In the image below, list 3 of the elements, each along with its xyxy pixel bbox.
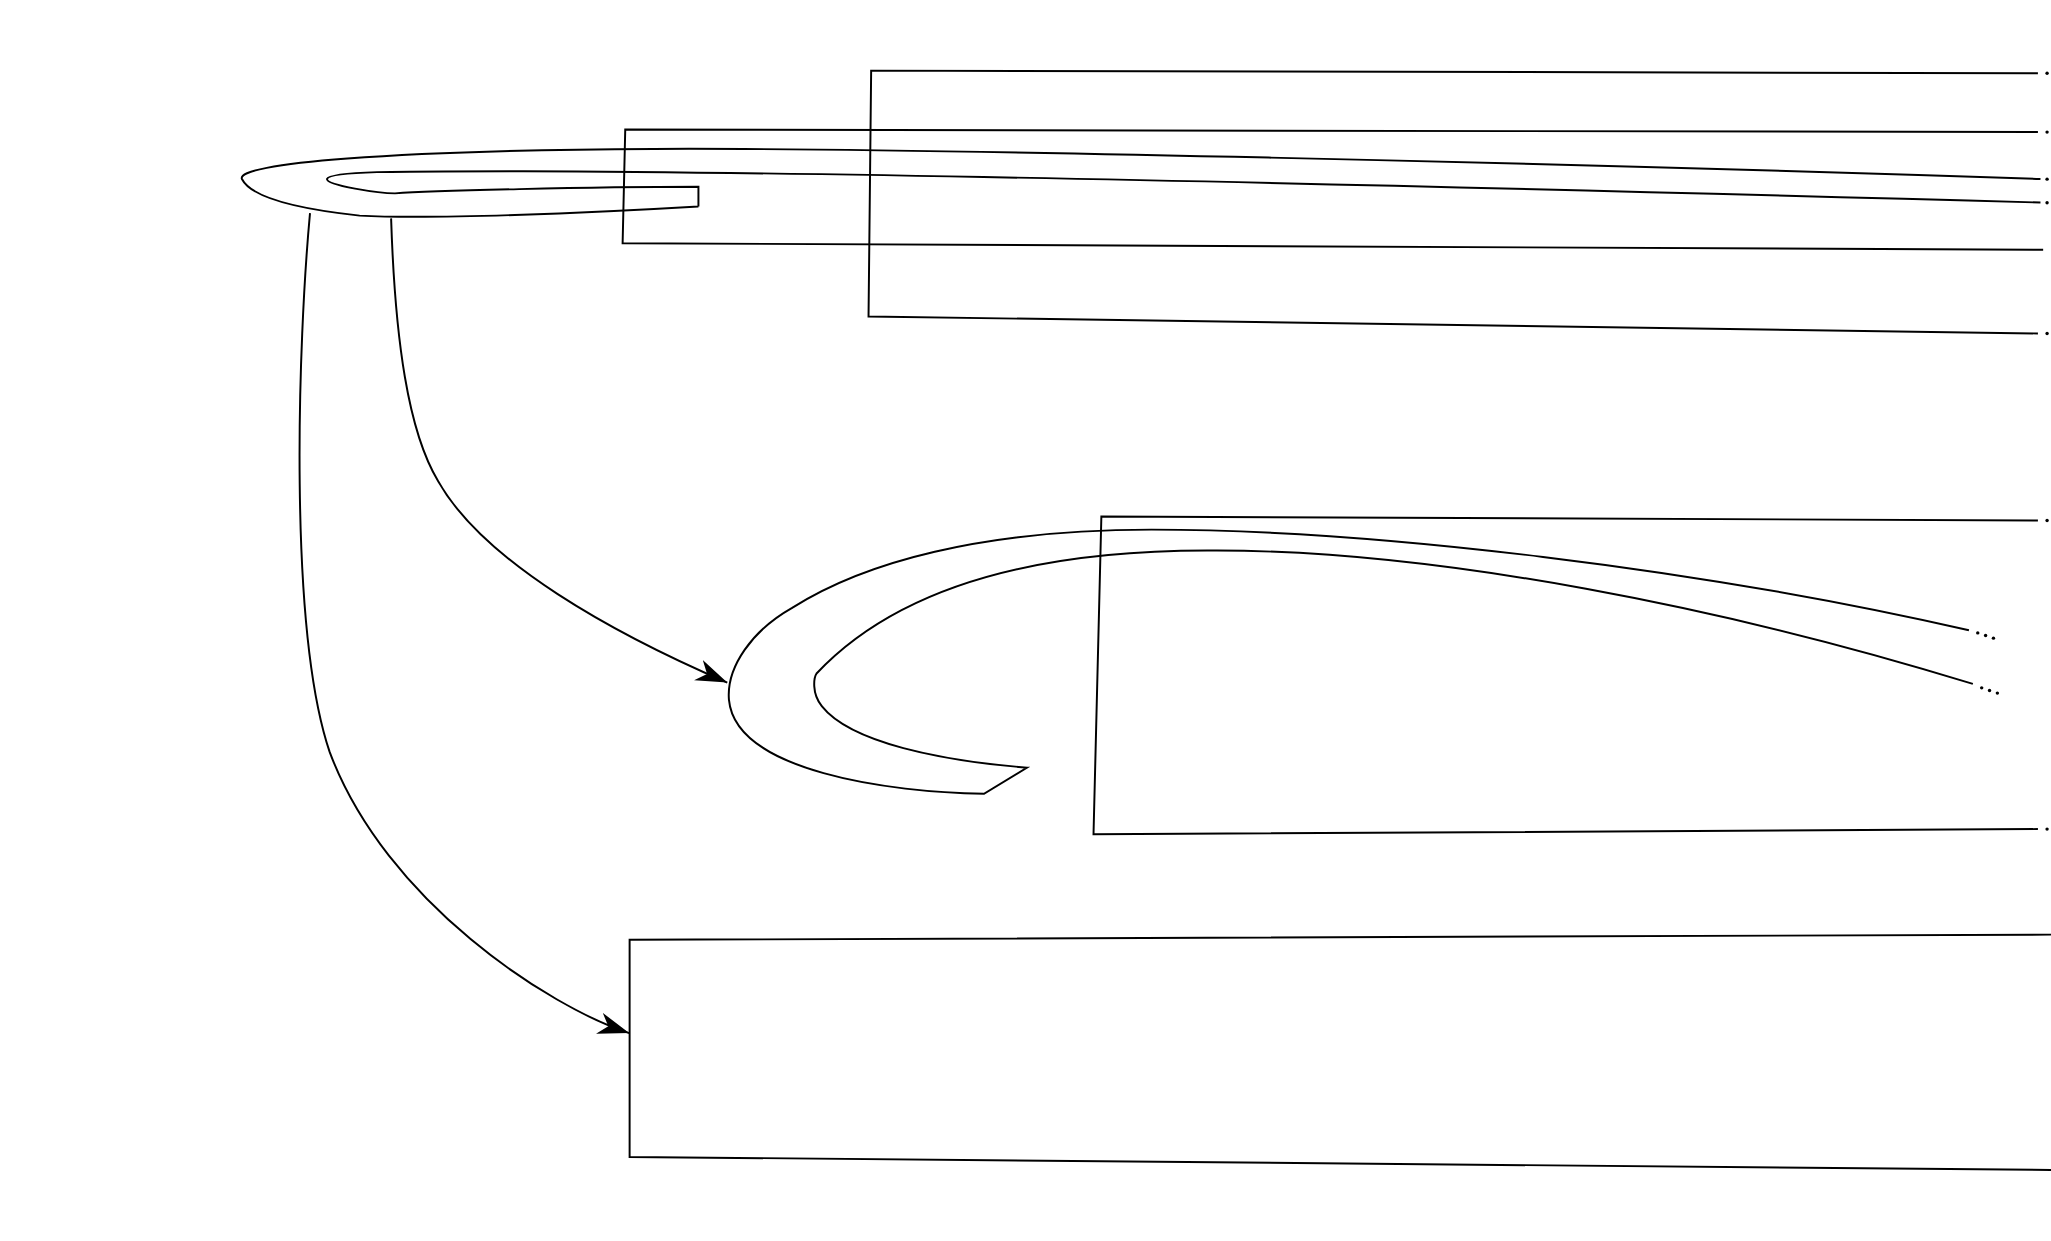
curved-arrow	[298, 212, 631, 1035]
curved-arrow	[390, 217, 729, 684]
open-frame	[626, 932, 2051, 1173]
